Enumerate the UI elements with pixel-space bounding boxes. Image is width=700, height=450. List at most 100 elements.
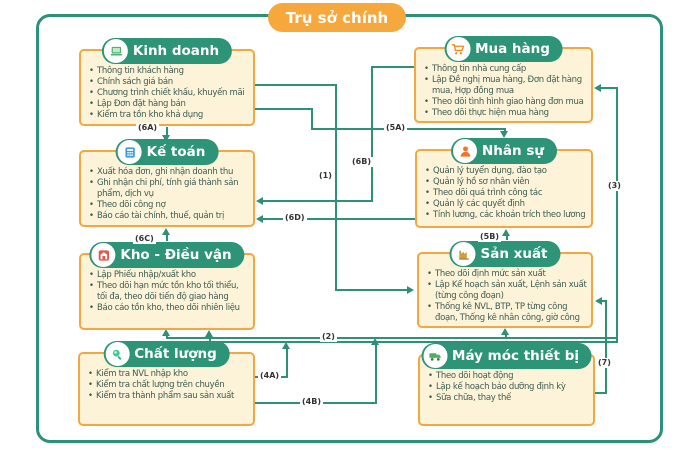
department-title: Kế toán [146, 144, 206, 160]
task-item: Quản lý hồ sơ nhân viên [422, 177, 587, 188]
connector-5a [311, 108, 313, 130]
task-item: Kiểm tra NVL nhập kho [85, 369, 249, 380]
connector-2b [209, 341, 618, 343]
connector-4b [375, 344, 377, 404]
department-pill: Mua hàng [444, 36, 563, 62]
task-item: Lập Đơn đặt hàng bán [86, 99, 249, 110]
task-item: Thống kê NVL, BTP, TP từng công đoạn, Th… [424, 302, 587, 324]
connector-5a [504, 128, 506, 133]
task-item: Theo dõi công nợ [86, 200, 249, 211]
laptop-icon [103, 39, 128, 63]
department-pill: Nhân sự [451, 138, 557, 164]
connector-6c [166, 234, 168, 241]
connector-3 [616, 87, 618, 343]
connector-6b [371, 66, 415, 68]
task-item: Báo cáo tài chính, thuế, quản trị [86, 211, 249, 222]
connector-6b [371, 66, 373, 202]
department-title: Sản xuất [480, 246, 548, 262]
arrow-up-icon [282, 342, 290, 349]
department-box-chat-luong: Chất lượng Kiểm tra NVL nhập kho Kiểm tr… [78, 341, 255, 426]
arrow-down-icon [162, 135, 170, 142]
task-item: Kiểm tra thành phẩm sau sản xuất [85, 391, 249, 402]
task-item: Kiểm tra tồn kho khả dụng [86, 110, 249, 121]
task-item: Lập Phiếu nhập/xuất kho [86, 270, 249, 281]
arrow-up-icon [162, 329, 170, 336]
connector-7 [601, 300, 607, 302]
connector-3 [600, 87, 618, 89]
task-item: Xuất hóa đơn, ghi nhận doanh thu [86, 167, 249, 178]
connector-label-1: (1) [317, 171, 334, 181]
connector-label-3: (3) [606, 181, 623, 191]
task-item: Ghi nhận chi phí, tính giá thành sản phẩ… [86, 178, 249, 200]
connector-label-6b: (6B) [350, 157, 373, 167]
department-pill: Máy móc thiết bị [421, 343, 592, 369]
connector-2 [505, 332, 507, 338]
connector-2 [166, 333, 168, 339]
connector-label-5a: (5A) [384, 123, 408, 133]
task-item: Theo dõi định mức sản xuất [424, 269, 587, 280]
task-item: Sữa chữa, thay thế [425, 393, 589, 404]
department-box-mua-hang: Mua hàng Thông tin nhà cung cấp Lập Đề n… [414, 36, 593, 123]
connector-label-2: (2) [320, 332, 337, 342]
task-item: Chính sách giá bán [86, 77, 249, 88]
department-pill: Kinh doanh [101, 38, 233, 64]
headquarters-title: Trụ sở chính [285, 8, 389, 27]
task-item: Quản lý tuyển dụng, đào tạo [422, 166, 587, 177]
arrow-left-icon [595, 297, 602, 305]
connector-label-4b: (4B) [300, 397, 323, 407]
task-item: Theo dõi quá trình công tác [422, 188, 587, 199]
department-pill: Kế toán [115, 139, 219, 165]
connector-label-6d: (6D) [283, 213, 307, 223]
connector-2 [166, 337, 618, 339]
department-pill: Sản xuất [449, 241, 561, 267]
arrow-up-icon [205, 330, 213, 337]
connector-2b [209, 336, 211, 342]
connector-1 [335, 84, 337, 291]
department-box-ke-toan: Kế toán Xuất hóa đơn, ghi nhận doanh thu… [79, 139, 255, 227]
department-task-list: Lập Phiếu nhập/xuất kho Theo dõi hạn mức… [86, 270, 249, 314]
calculator-icon [117, 140, 142, 164]
task-item: Báo cáo tồn kho, theo dõi nhiên liệu [86, 303, 249, 314]
task-item: Theo dõi tình hình giao hàng đơn mua [421, 97, 587, 108]
task-item: Theo dõi hạn mức tồn kho tối thiểu, tối … [86, 281, 249, 303]
arrow-up-icon [501, 328, 509, 335]
task-item: Quản lý các quyết định [422, 199, 587, 210]
warehouse-icon [91, 243, 116, 267]
connector-label-4a: (4A) [258, 371, 282, 381]
department-task-list: Xuất hóa đơn, ghi nhận doanh thu Ghi nhậ… [86, 167, 249, 222]
arrow-left-icon [594, 84, 601, 92]
task-item: Lập Kế hoạch sản xuất, Lệnh sản xuất (từ… [424, 280, 587, 302]
connector-6b [262, 200, 373, 202]
connector-5b [506, 235, 508, 240]
department-task-list: Thông tin nhà cung cấp Lập Đề nghị mua h… [421, 64, 587, 119]
department-pill: Chất lượng [103, 341, 230, 367]
task-item: Tính lương, các khoản trích theo lương [422, 210, 587, 221]
department-box-san-xuat: Sản xuất Theo dõi định mức sản xuất Lập … [417, 241, 593, 328]
connector-6a [166, 127, 168, 136]
arrow-up-icon [162, 228, 170, 235]
department-task-list: Kiểm tra NVL nhập kho Kiểm tra chất lượn… [85, 369, 249, 402]
truck-icon [423, 344, 448, 368]
department-box-kho-dieu-van: Kho - Điều vận Lập Phiếu nhập/xuất kho T… [79, 242, 255, 330]
person-icon [453, 139, 478, 163]
connector-1 [255, 84, 337, 86]
department-box-may-moc-thiet-bi: Máy móc thiết bị Theo dõi hoạt động Lập … [418, 343, 595, 426]
department-pill: Kho - Điều vận [89, 242, 245, 268]
arrow-up-icon [502, 229, 510, 236]
connector-label-6c: (6C) [133, 234, 156, 244]
task-item: Thông tin khách hàng [86, 66, 249, 77]
task-item: Lập Đề nghị mua hàng, Đơn đặt hàng mua, … [421, 75, 587, 97]
arrow-left-icon [256, 197, 263, 205]
factory-icon [451, 242, 476, 266]
department-title: Nhân sự [482, 143, 544, 159]
arrow-down-icon [500, 131, 508, 138]
headquarters-pill: Trụ sở chính [268, 3, 406, 32]
connector-7 [605, 300, 607, 394]
task-item: Theo dõi thực hiện mua hàng [421, 108, 587, 119]
department-box-kinh-doanh: Kinh doanh Thông tin khách hàng Chính sá… [79, 38, 255, 126]
department-box-nhan-su: Nhân sự Quản lý tuyển dụng, đào tạo Quản… [415, 138, 593, 228]
department-task-list: Theo dõi hoạt động Lập kế hoạch bảo dưỡn… [425, 371, 589, 404]
department-title: Chất lượng [134, 346, 217, 362]
department-task-list: Theo dõi định mức sản xuất Lập Kế hoạch … [424, 269, 587, 324]
connector-5a [255, 108, 313, 110]
